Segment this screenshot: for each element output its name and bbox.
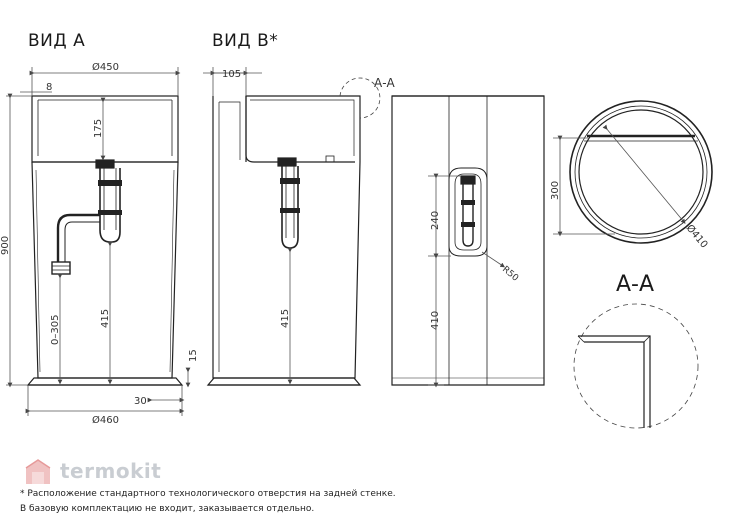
view-b-title: ВИД В* [212,31,279,51]
dim-8: 8 [46,82,52,93]
section-marker-circle [339,77,381,119]
dim-410-circle: Ø410 [684,222,711,250]
dim-175: 175 [93,119,104,138]
dim-415-b: 415 [280,309,291,328]
dim-240: 240 [430,211,441,230]
view-a-base [26,377,184,386]
view-a-basin [31,95,179,163]
dim-900: 900 [0,236,11,255]
section-title: А-А [616,272,655,297]
dim-410: 410 [430,311,441,330]
view-a [26,95,184,386]
dim-105: 105 [222,69,241,80]
view-b-base [206,377,362,386]
footnote: * Расположение стандартного технологичес… [20,489,396,514]
view-back [391,95,545,386]
dim-0-305: 0–305 [50,315,61,345]
view-b-outline [212,95,361,379]
view-top-circle [569,100,713,244]
dim-450: Ø450 [92,61,119,73]
brand-name: termokit [60,459,162,483]
view-a-title: ВИД А [28,31,86,51]
section-marker-label: А-А [374,76,396,90]
view-b [206,95,362,386]
brand-logo: termokit [22,458,182,488]
brand-logo-icon [25,459,51,484]
dim-30: 30 [134,396,147,407]
section-a-a-detail [573,303,699,429]
dim-15: 15 [188,349,199,362]
dim-415-a: 415 [100,309,111,328]
dim-300: 300 [550,181,561,200]
dim-r50: R50 [500,265,520,284]
dim-460: Ø460 [92,414,119,426]
